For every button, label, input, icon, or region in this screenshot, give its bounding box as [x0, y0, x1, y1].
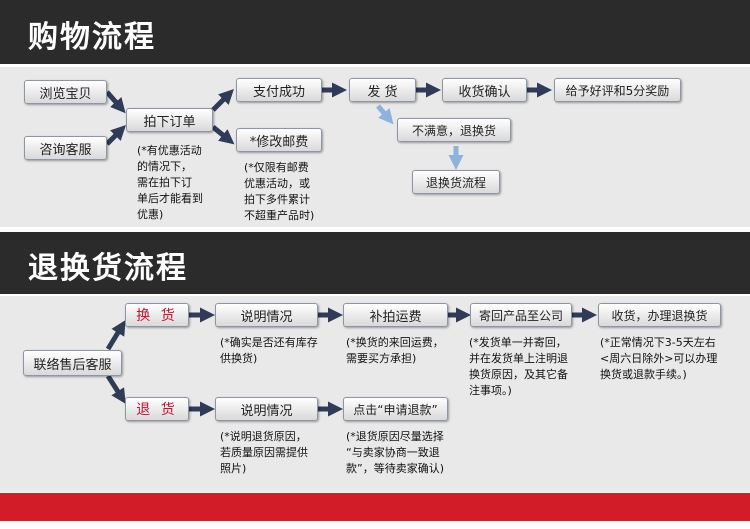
step-browse: 浏览宝贝	[24, 80, 107, 104]
step-consult: 咨询客服	[24, 136, 107, 160]
step-ship: 发 货	[349, 78, 416, 102]
note-explain-exchange: (*确实是否还有库存 供换货)	[220, 336, 318, 365]
note-postage: (*仅限有邮费 优惠活动，或 拍下多件累计 不超重产品时)	[244, 161, 315, 222]
step-order: 拍下订单	[126, 108, 213, 132]
step-unsatisfied: 不满意，退换货	[397, 118, 511, 142]
note-explain-refund: (*说明退货原因， 若质量原因需提供 照片)	[220, 430, 308, 475]
arrow-order-modify	[211, 125, 235, 145]
step-pay: 支付成功	[236, 78, 322, 102]
step-refund: 退 货	[125, 397, 189, 421]
returns-title: 退换货流程	[28, 251, 188, 286]
step-review: 给予好评和5分奖励	[554, 78, 681, 102]
step-explain-refund: 说明情况	[215, 397, 318, 421]
note-order: (*有优惠活动 的情况下， 需在拍下订 单后才能看到 优惠)	[137, 144, 203, 221]
step-apply-refund: 点击“申请退款”	[343, 397, 448, 421]
returns-banner: 退换货流程	[0, 232, 750, 294]
step-return-flow: 退换货流程	[412, 170, 500, 194]
arrow-browse-order	[105, 90, 126, 114]
note-repay: (*换货的来回运费， 需要买方承担)	[346, 336, 444, 365]
shopping-banner: 购物流程	[0, 0, 750, 64]
arrow-service-exchange	[105, 320, 126, 351]
step-service: 联络售后客服	[23, 350, 122, 376]
step-confirm: 收货确认	[442, 78, 527, 102]
arrow-consult-order	[105, 125, 126, 146]
step-repay-shipping: 补拍运费	[343, 303, 448, 327]
arrow-order-pay	[211, 89, 234, 112]
step-modify-postage: *修改邮费	[236, 128, 322, 152]
footer-bar	[0, 493, 750, 521]
shopping-title: 购物流程	[28, 20, 156, 55]
step-exchange: 换 货	[125, 303, 189, 327]
note-apply-refund: (*退货原因尽量选择 “与卖家协商一致退 款”，等待卖家确认)	[346, 430, 444, 475]
step-explain-exchange: 说明情况	[215, 303, 318, 327]
step-receive: 收货，办理退换货	[598, 303, 721, 327]
arrow-ship-unsatisfied	[376, 104, 394, 125]
note-receive: (*正常情况下3-5天左右 <周六日除外>可以办理 换货或退款手续。)	[600, 336, 718, 381]
note-send-back: (*发货单一并寄回， 并在发货单上注明退 换货原因，及其它备 注事项。)	[469, 336, 568, 397]
step-send-back: 寄回产品至公司	[470, 303, 572, 327]
arrow-service-refund	[105, 374, 126, 404]
